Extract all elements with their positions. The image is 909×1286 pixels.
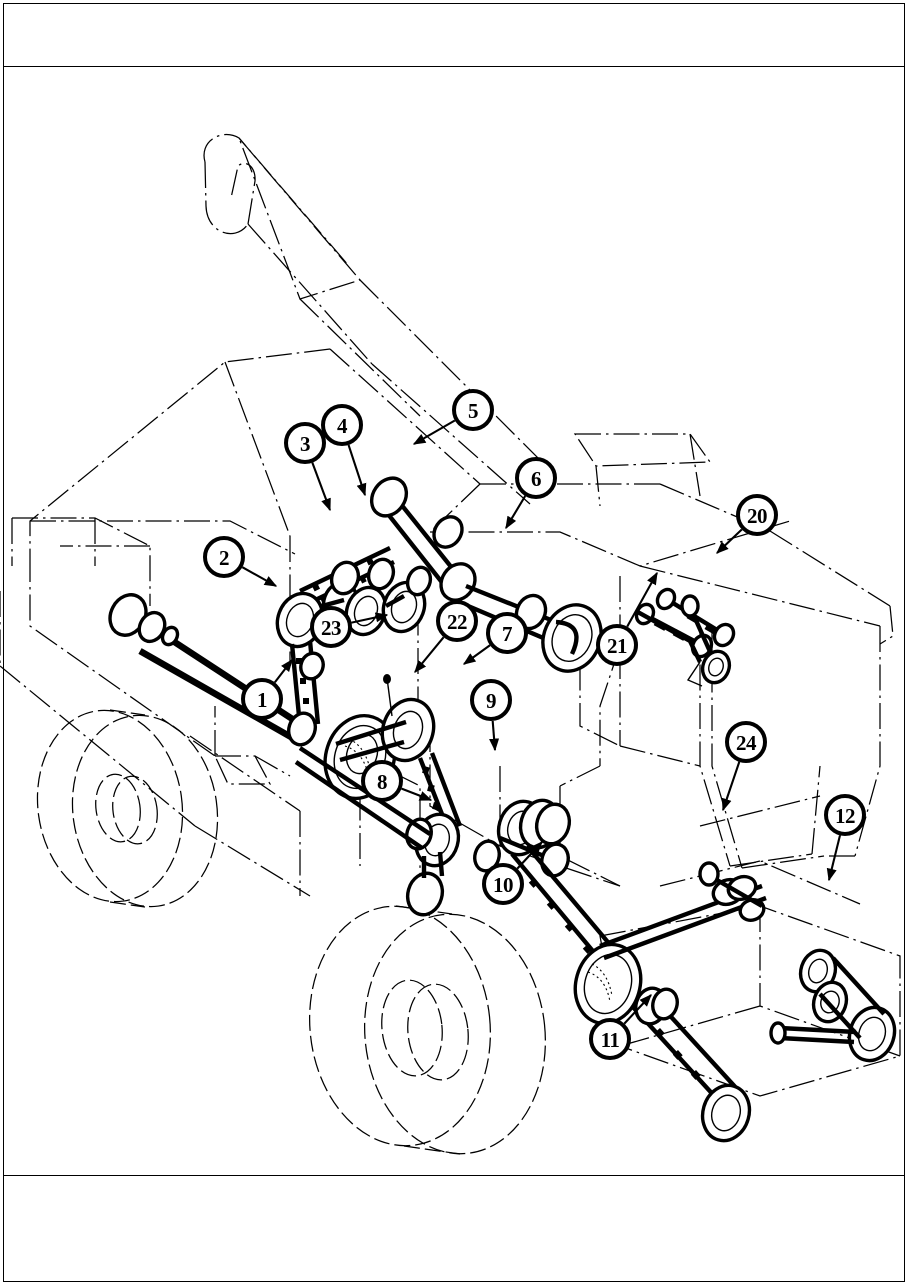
balloon-number: 10: [493, 873, 513, 897]
callout-22[interactable]: 22: [414, 600, 478, 673]
parts-illustration: .ph { fill:none; stroke:#000; stroke-wid…: [0, 66, 909, 1175]
callout-5[interactable]: 5: [412, 389, 494, 445]
rear-cross-shaft: [599, 861, 767, 961]
separator-pulley-stack: [473, 798, 572, 878]
balloon-number: 24: [736, 731, 757, 755]
linkage-rocker-arms: [634, 587, 736, 687]
leader-line: [401, 787, 433, 801]
header-rule: [3, 66, 905, 67]
leader-line: [505, 495, 527, 530]
elevator-drive-chain: [510, 844, 643, 1026]
callout-9[interactable]: 9: [470, 679, 512, 752]
leader-line: [623, 994, 652, 1025]
balloon-circle[interactable]: [725, 721, 767, 763]
balloon-number: 3: [300, 432, 310, 456]
balloon-number: 2: [219, 546, 229, 570]
leader-line: [626, 571, 658, 628]
balloon-number: 20: [747, 504, 767, 528]
callout-10[interactable]: 10: [482, 841, 543, 905]
rear-steer-wheel: [308, 905, 547, 1155]
page-frame: [3, 3, 905, 1282]
gearbox-pulley-group: [769, 948, 897, 1063]
balloon-circle[interactable]: [241, 678, 283, 720]
balloon-number: 7: [502, 622, 512, 646]
balloon-circle[interactable]: [310, 606, 352, 648]
balloon-circle[interactable]: [596, 624, 638, 666]
balloon-circle[interactable]: [203, 536, 245, 578]
leader-line: [414, 636, 445, 673]
balloon-circle[interactable]: [486, 612, 528, 654]
leader-line: [311, 462, 331, 512]
leader-line: [273, 659, 293, 683]
callout-11[interactable]: 11: [589, 994, 652, 1060]
callout-12[interactable]: 12: [824, 794, 866, 882]
balloon-number: 11: [601, 1028, 620, 1052]
leader-line: [351, 612, 389, 624]
leader-line: [412, 419, 456, 445]
callout-24[interactable]: 24: [721, 721, 767, 812]
balloon-circle[interactable]: [824, 794, 866, 836]
unloading-auger-tube: [203, 133, 557, 505]
leader-line: [826, 835, 842, 882]
leader-line: [347, 444, 367, 497]
balloon-number: 21: [607, 634, 627, 658]
upper-drive-chain: [299, 476, 477, 608]
balloon-number: 1: [257, 688, 267, 712]
balloon-number: 4: [337, 414, 348, 438]
balloon-circle[interactable]: [470, 679, 512, 721]
countershaft-pulley-cluster: [275, 557, 433, 649]
leader-line: [489, 720, 500, 752]
balloon-number: 5: [468, 399, 478, 423]
callout-21[interactable]: 21: [596, 571, 658, 666]
balloon-circle[interactable]: [452, 389, 494, 431]
callout-20[interactable]: 20: [716, 494, 778, 554]
leader-line: [716, 528, 743, 554]
leader-line: [241, 566, 278, 587]
leader-line: [516, 841, 543, 870]
leader-line: [462, 644, 491, 665]
balloon-circle[interactable]: [436, 600, 478, 642]
balloon-number: 9: [486, 689, 496, 713]
balloon-circle[interactable]: [321, 404, 363, 446]
balloon-number: 8: [377, 770, 387, 794]
drive-train-components: [108, 476, 897, 1143]
balloon-number: 12: [835, 804, 855, 828]
callout-1[interactable]: 1: [241, 659, 293, 720]
balloon-circle[interactable]: [515, 457, 557, 499]
balloon-circle[interactable]: [589, 1018, 631, 1060]
callout-6[interactable]: 6: [505, 457, 557, 530]
balloon-circle[interactable]: [284, 422, 326, 464]
balloon-number: 6: [531, 467, 541, 491]
balloon-circle[interactable]: [482, 863, 524, 905]
balloon-circle[interactable]: [736, 494, 778, 536]
unloading-auger-drive-belt: [460, 583, 603, 673]
balloon-number: 22: [447, 610, 467, 634]
rear-hopper: [559, 626, 855, 869]
balloon-number: 23: [321, 616, 341, 640]
lower-drive-belt: [630, 986, 752, 1143]
callout-3[interactable]: 3: [284, 422, 331, 512]
callout-2[interactable]: 2: [203, 536, 278, 587]
machine-phantom-outline: [0, 133, 901, 1155]
leader-line: [721, 761, 741, 812]
balloon-circle[interactable]: [361, 760, 403, 802]
callout-7[interactable]: 7: [462, 612, 528, 665]
footer-rule: [3, 1175, 905, 1176]
left-vertical-chain: [286, 640, 325, 747]
callout-8[interactable]: 8: [361, 760, 433, 802]
callout-4[interactable]: 4: [321, 404, 367, 497]
callout-23[interactable]: 23: [310, 606, 389, 648]
front-drive-wheel: [36, 709, 219, 908]
